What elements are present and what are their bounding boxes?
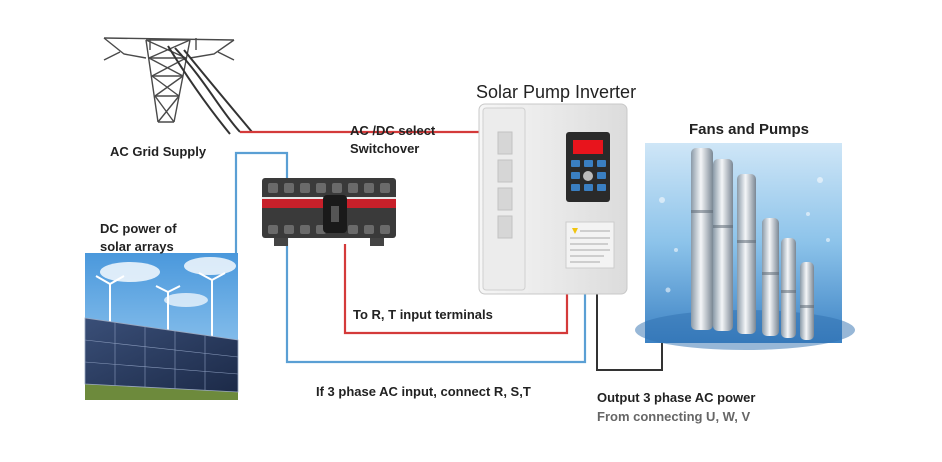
dc-power-label-line2: solar arrays (100, 239, 174, 254)
transmission-tower-icon (103, 37, 253, 135)
inverter-title: Solar Pump Inverter (476, 82, 637, 102)
three-phase-input-label: If 3 phase AC input, connect R, S,T (316, 384, 531, 399)
dc-power-label-line1: DC power of (100, 221, 177, 236)
rt-input-label: To R, T input terminals (353, 307, 493, 322)
solar-panels-icon (84, 253, 239, 400)
output-label-line1: Output 3 phase AC power (597, 390, 756, 405)
output-label-line2: From connecting U, W, V (597, 409, 751, 424)
output-wire (596, 292, 663, 371)
fans-pumps-label: Fans and Pumps (689, 121, 810, 138)
switchover-device-icon (262, 178, 396, 246)
dc-wire (234, 151, 587, 364)
submersible-pumps-icon (635, 143, 855, 350)
solar-inverter-icon (478, 103, 628, 295)
ac-grid-label: AC Grid Supply (110, 144, 207, 159)
switchover-label-line2: Switchover (350, 141, 420, 156)
switchover-label-line1: AC /DC select (350, 123, 436, 138)
